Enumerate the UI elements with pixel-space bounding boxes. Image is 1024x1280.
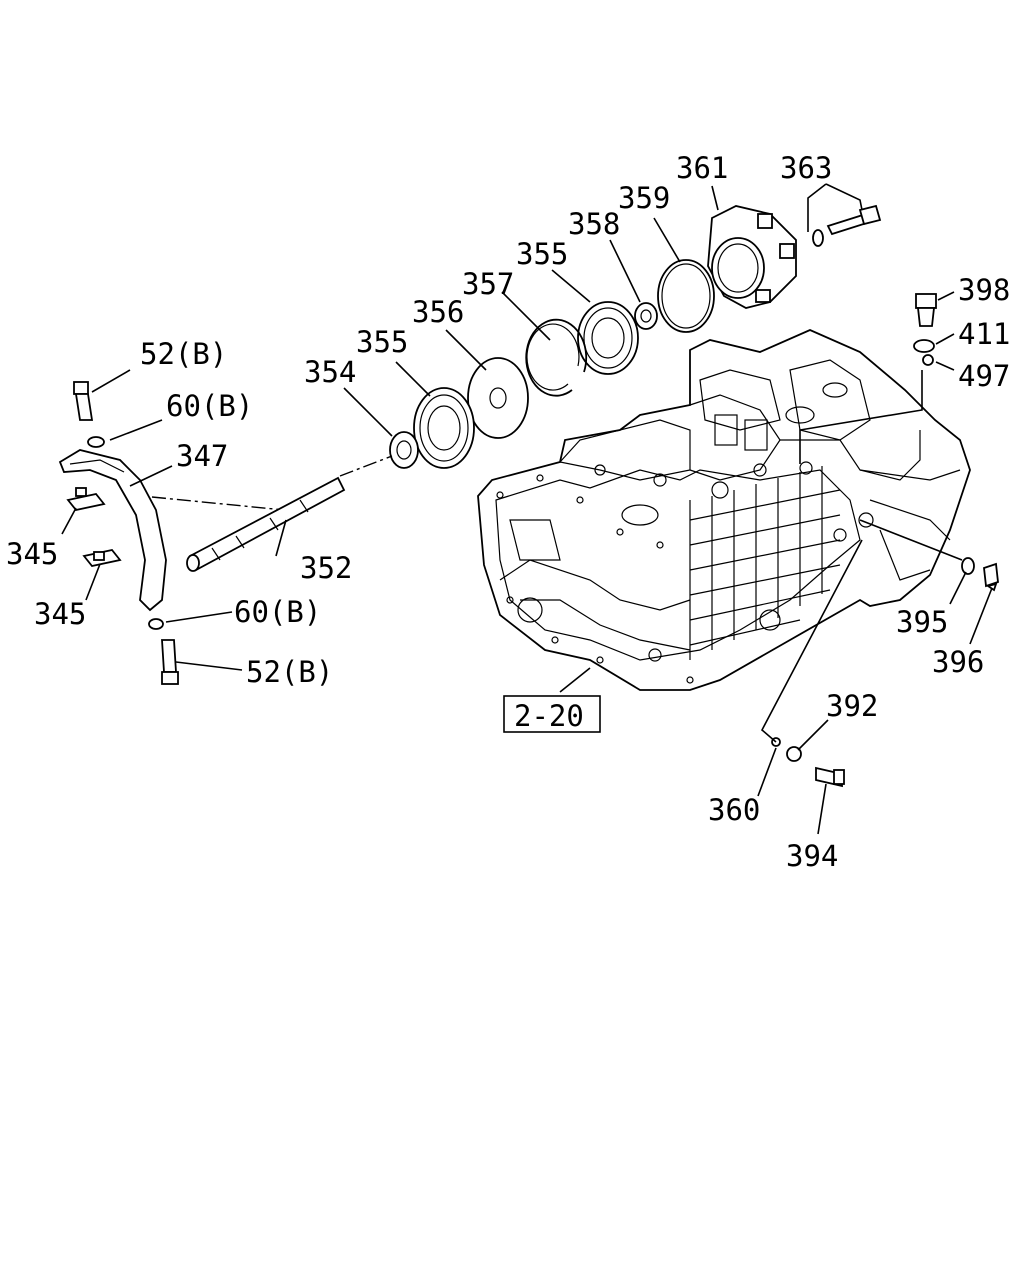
label-347: 347 xyxy=(176,439,228,473)
transmission-case xyxy=(477,329,971,691)
part-352-shaft xyxy=(186,476,346,572)
label-361: 361 xyxy=(676,151,728,185)
part-396-plug xyxy=(983,562,999,592)
part-355-seal-upper xyxy=(577,301,639,375)
label-359: 359 xyxy=(618,181,670,215)
label-355-upper: 355 xyxy=(516,237,568,271)
label-392: 392 xyxy=(826,689,878,723)
part-411-oring xyxy=(913,339,935,353)
part-398-plug xyxy=(915,293,937,327)
part-359-oring xyxy=(657,259,715,333)
part-60b-washer-top xyxy=(87,436,105,448)
part-363-bolt xyxy=(812,204,882,247)
label-60b-top: 60(B) xyxy=(166,389,253,423)
label-52b-top: 52(B) xyxy=(140,337,227,371)
part-361-housing xyxy=(707,205,797,309)
leader-lines xyxy=(61,183,993,835)
label-411: 411 xyxy=(958,317,1010,351)
label-394: 394 xyxy=(786,839,838,873)
callout-labels: 361 363 359 358 355 357 356 355 354 52(B… xyxy=(6,151,1010,873)
label-363: 363 xyxy=(780,151,832,185)
label-396: 396 xyxy=(932,645,984,679)
label-345-upper: 345 xyxy=(6,537,58,571)
label-358: 358 xyxy=(568,207,620,241)
label-354: 354 xyxy=(304,355,356,389)
reference-box-2-20: 2-20 xyxy=(503,695,601,733)
part-356-plate xyxy=(467,357,529,439)
part-392-oring xyxy=(786,746,802,762)
part-357-snap-ring xyxy=(525,318,588,397)
reference-label: 2-20 xyxy=(514,699,584,733)
part-354-bushing xyxy=(389,431,419,469)
part-355-seal-lower xyxy=(413,387,475,469)
part-52b-bolt-bottom xyxy=(161,639,179,685)
label-356: 356 xyxy=(412,295,464,329)
part-345-pad-lower xyxy=(82,549,122,567)
label-345-lower: 345 xyxy=(34,597,86,631)
part-60b-washer-bottom xyxy=(148,618,164,630)
part-347-fork xyxy=(58,449,167,612)
part-497-ball xyxy=(922,354,934,366)
label-52b-bottom: 52(B) xyxy=(246,655,333,689)
part-52b-bolt-top xyxy=(73,381,94,421)
part-358-nut xyxy=(634,302,658,330)
label-398: 398 xyxy=(958,273,1010,307)
part-345-pad-upper xyxy=(66,487,106,511)
part-394-switch xyxy=(815,766,845,788)
label-352: 352 xyxy=(300,551,352,585)
label-60b-bottom: 60(B) xyxy=(234,595,321,629)
label-355-lower: 355 xyxy=(356,325,408,359)
label-357: 357 xyxy=(462,267,514,301)
label-360: 360 xyxy=(708,793,760,827)
label-497: 497 xyxy=(958,359,1010,393)
label-395: 395 xyxy=(896,605,948,639)
part-395-oring xyxy=(961,557,975,575)
